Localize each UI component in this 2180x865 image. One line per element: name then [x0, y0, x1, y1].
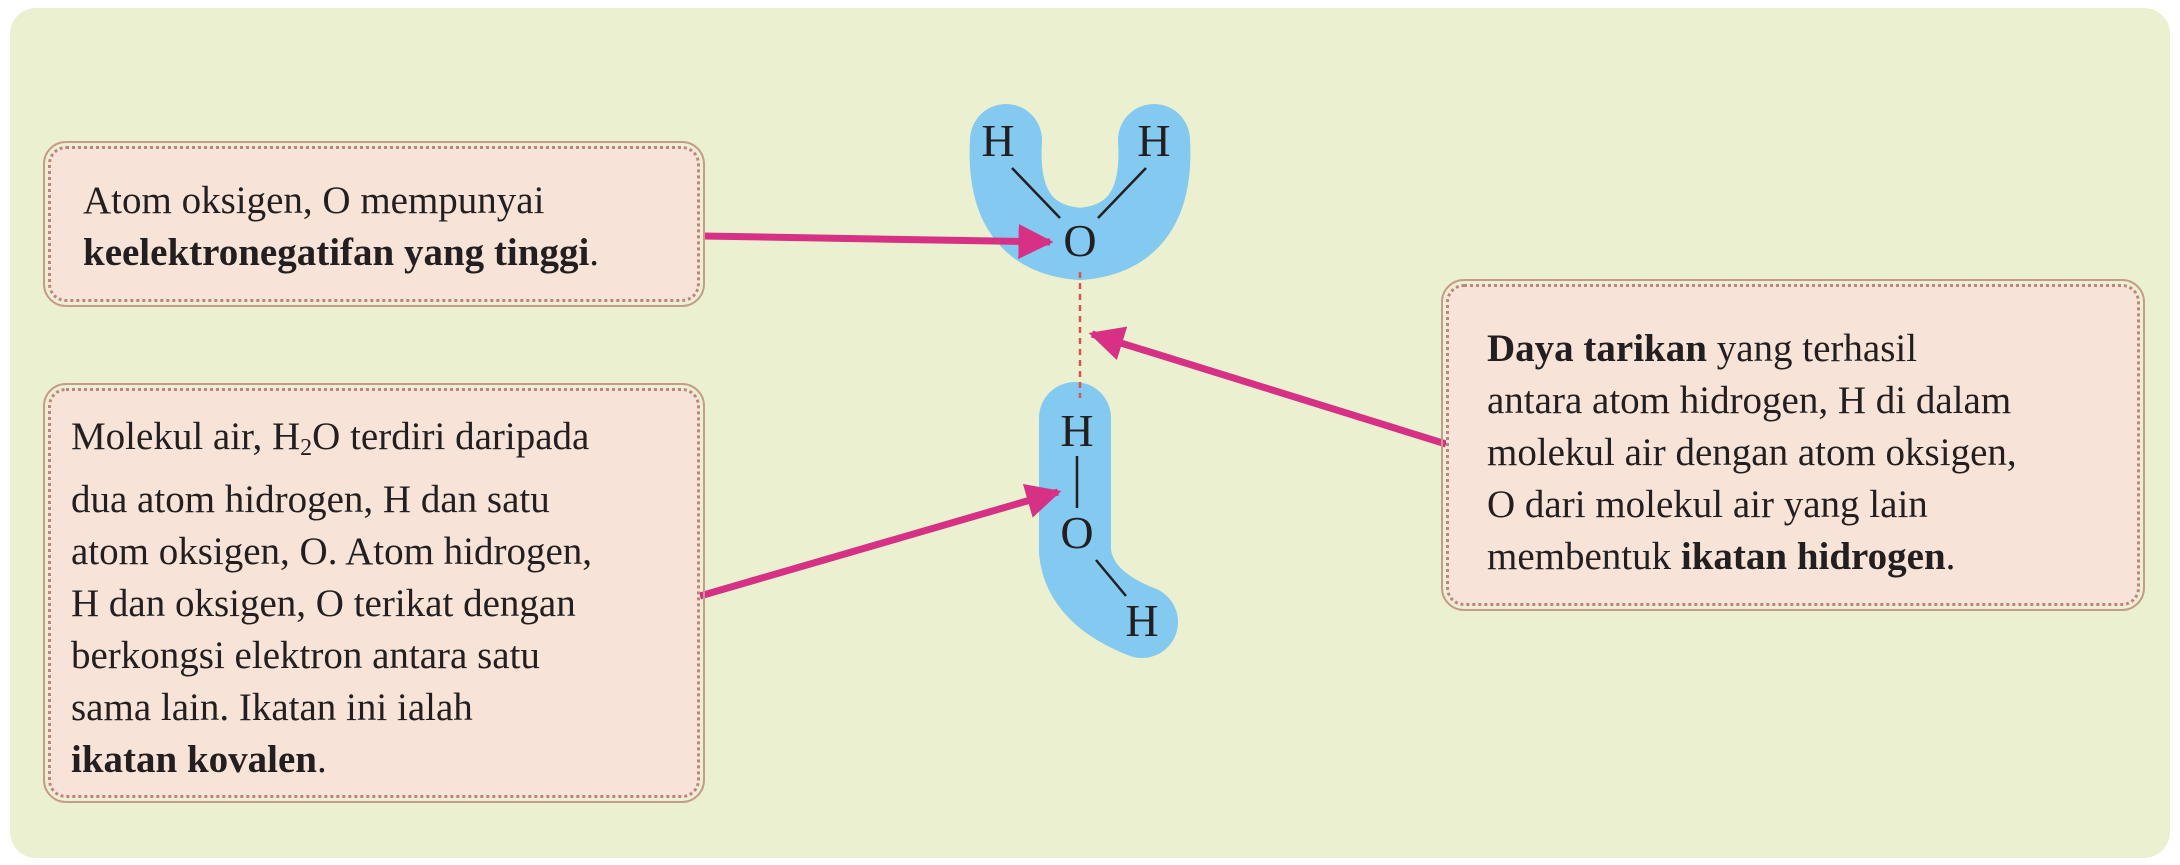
- callout-attraction-period: .: [1945, 535, 1956, 578]
- atom-h-bottom-top: H: [1060, 405, 1094, 456]
- callout-water-keyword: ikatan kovalen: [71, 738, 317, 781]
- callout-attraction-line-4: O dari molekul air yang lain: [1487, 483, 1928, 526]
- callout-water-period: .: [316, 738, 327, 781]
- callout-attraction-line-5-pre: membentuk: [1487, 535, 1681, 578]
- atom-h-top-right: H: [1137, 115, 1171, 166]
- callout-water-line-6: sama lain. Ikatan ini ialah: [71, 686, 473, 729]
- callout-oxygen-period: .: [589, 231, 600, 274]
- callout-attraction-line-3: molekul air dengan atom oksigen,: [1487, 431, 2017, 474]
- callout-water-line-5: berkongsi elektron antara satu: [71, 634, 540, 677]
- arrow-to-hydrogen-bond: [1088, 326, 1448, 448]
- callout-oxygen-keyword: keelektronegatifan yang tinggi: [83, 231, 590, 274]
- atom-o-top: O: [1063, 215, 1097, 266]
- callout-oxygen-electronegativity: Atom oksigen, O mempunyai keelektronegat…: [43, 141, 705, 307]
- bond-bottom-lower: [1095, 559, 1127, 597]
- atom-o-bottom: O: [1060, 507, 1094, 558]
- arrow-to-oxygen: [702, 223, 1054, 259]
- atom-h-top-left: H: [981, 115, 1015, 166]
- callout-oxygen-line-1: Atom oksigen, O mempunyai: [83, 179, 545, 222]
- callout-water-line-3: atom oksigen, O. Atom hidrogen,: [71, 530, 593, 573]
- callout-attraction-keyword: Daya tarikan: [1487, 327, 1707, 370]
- bottom-molecule-highlight: [1039, 382, 1178, 658]
- callout-hydrogen-bond: Daya tarikan yang terhasil antara atom h…: [1441, 279, 2145, 611]
- callout-attraction-hydrogen-bond-keyword: ikatan hidrogen: [1680, 535, 1946, 578]
- atom-h-bottom-bottom: H: [1125, 595, 1159, 646]
- arrow-to-bottom-molecule: [699, 483, 1062, 600]
- bond-top-right: [1097, 167, 1147, 219]
- callout-water-line-2: dua atom hidrogen, H dan satu: [71, 478, 550, 521]
- callout-attraction-line-2: antara atom hidrogen, H di dalam: [1487, 379, 2012, 422]
- callout-water-subscript: 2: [300, 435, 313, 461]
- callout-water-covalent-bond: Molekul air, H2O terdiri daripada dua at…: [43, 383, 705, 803]
- callout-water-line-4: H dan oksigen, O terikat dengan: [71, 582, 576, 625]
- bond-top-left: [1011, 167, 1061, 219]
- callout-water-line-1-post: O terdiri daripada: [312, 415, 590, 458]
- callout-attraction-line-1-end: yang terhasil: [1706, 327, 1918, 370]
- top-molecule-highlight: [969, 104, 1191, 281]
- callout-water-line-1-pre: Molekul air, H: [71, 415, 301, 458]
